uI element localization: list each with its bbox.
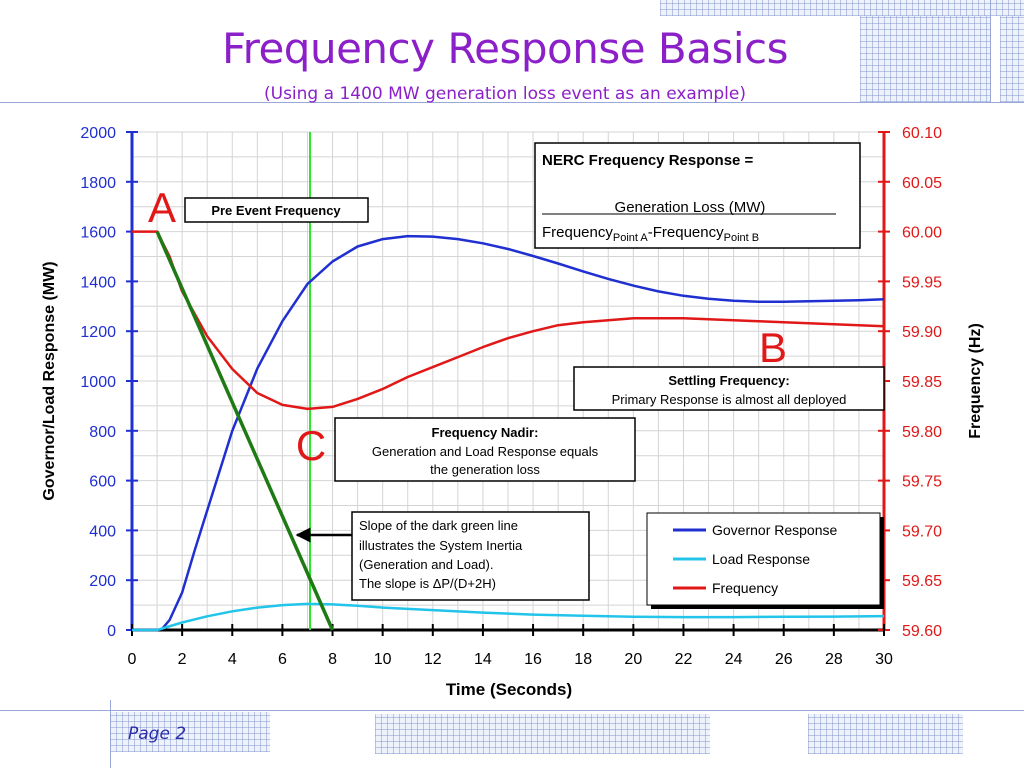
- frequency-nadir-box: [334, 417, 636, 482]
- x-tick-label: 6: [278, 651, 287, 668]
- nerc-formula-box: [534, 142, 861, 249]
- footer-pattern-right: [808, 714, 963, 754]
- nadir-line1: Generation and Load Response equals: [372, 444, 599, 459]
- y-left-tick-label: 200: [89, 573, 116, 590]
- x-tick-label: 0: [128, 651, 137, 668]
- x-tick-label: 14: [474, 651, 492, 668]
- y-left-tick-label: 1400: [80, 274, 116, 291]
- x-tick-label: 10: [374, 651, 392, 668]
- y-right-tick-label: 59.90: [902, 324, 942, 341]
- footer-pattern-left: [110, 712, 270, 752]
- header-divider-horizontal: [0, 102, 1024, 103]
- y-right-tick-label: 59.80: [902, 424, 942, 441]
- header-pattern-top-right-strip: [660, 0, 1024, 16]
- y-left-tick-label: 1200: [80, 324, 116, 341]
- nadir-line2: the generation loss: [430, 462, 540, 477]
- frequency-line: [132, 230, 885, 411]
- nerc-point-b-sub: Point B: [724, 232, 759, 244]
- page-number-label: Page 2: [128, 724, 187, 744]
- y-left-tick-label: 1800: [80, 175, 116, 192]
- pre-event-label: Pre Event Frequency: [211, 203, 341, 218]
- y-axis-left-label: Governor/Load Response (MW): [41, 261, 58, 500]
- x-axis-label: Time (Seconds): [446, 680, 572, 699]
- y-right-tick-label: 60.05: [902, 175, 942, 192]
- x-tick-label: 16: [524, 651, 542, 668]
- slope-line3: (Generation and Load).: [359, 557, 493, 572]
- y-right-tick-label: 59.70: [902, 523, 942, 540]
- y-right-tick-label: 59.65: [902, 573, 942, 590]
- y-right-tick-label: 59.75: [902, 474, 942, 491]
- point-a-label: A: [148, 184, 176, 231]
- slope-explanation-box: [351, 511, 590, 601]
- x-tick-label: 2: [178, 651, 187, 668]
- x-tick-label: 18: [574, 651, 592, 668]
- x-tick-label: 26: [775, 651, 793, 668]
- inertia-slope-line: [155, 230, 335, 631]
- x-tick-label: 8: [328, 651, 337, 668]
- point-b-label: B: [759, 324, 787, 371]
- footer-divider-left: [110, 700, 111, 768]
- nerc-heading: NERC Frequency Response =: [542, 152, 754, 169]
- pre-event-box: [184, 197, 369, 223]
- x-tick-label: 22: [675, 651, 693, 668]
- footer-divider-line: [0, 710, 1024, 711]
- y-right-tick-label: 59.60: [902, 623, 942, 640]
- y-left-tick-label: 1000: [80, 374, 116, 391]
- y-right-tick-label: 60.00: [902, 225, 942, 242]
- settling-heading: Settling Frequency:: [668, 373, 789, 388]
- legend-label: Load Response: [712, 551, 810, 567]
- load-response-line: [132, 602, 885, 632]
- y-right-tick-label: 60.10: [902, 125, 942, 142]
- x-tick-label: 28: [825, 651, 843, 668]
- slope-line1: Slope of the dark green line: [359, 518, 518, 533]
- nerc-freq-b: Frequency: [653, 224, 724, 241]
- header-pattern-top-right-block: [860, 16, 990, 102]
- nerc-denominator: FrequencyPoint A-FrequencyPoint B: [542, 224, 759, 244]
- slide-title: Frequency Response Basics: [222, 24, 788, 73]
- y-left-tick-label: 400: [89, 523, 116, 540]
- y-left-tick-label: 800: [89, 424, 116, 441]
- settling-text: Primary Response is almost all deployed: [612, 392, 847, 407]
- x-tick-label: 30: [875, 651, 893, 668]
- legend-label: Governor Response: [712, 522, 838, 538]
- x-tick-label: 12: [424, 651, 442, 668]
- y-left-tick-label: 2000: [80, 125, 116, 142]
- y-left-tick-label: 1600: [80, 225, 116, 242]
- y-right-tick-label: 59.95: [902, 274, 942, 291]
- x-tick-label: 4: [228, 651, 237, 668]
- nerc-numerator: Generation Loss (MW): [615, 199, 766, 216]
- nerc-point-a-sub: Point A: [613, 232, 649, 244]
- slide-subtitle: (Using a 1400 MW generation loss event a…: [264, 84, 746, 104]
- slope-line4: The slope is ΔP/(D+2H): [359, 576, 496, 591]
- nerc-dash: -: [648, 224, 653, 241]
- footer-pattern-middle: [375, 714, 710, 754]
- settling-frequency-box: [573, 366, 885, 411]
- governor-response-line: [132, 234, 885, 632]
- header-divider-vertical: [990, 0, 991, 102]
- nerc-freq-a: Frequency: [542, 224, 613, 241]
- y-right-tick-label: 59.85: [902, 374, 942, 391]
- header-pattern-top-right-side: [1000, 16, 1024, 102]
- x-tick-label: 20: [624, 651, 642, 668]
- slope-line2: illustrates the System Inertia: [359, 538, 523, 553]
- legend-label: Frequency: [712, 580, 778, 596]
- y-left-tick-label: 600: [89, 474, 116, 491]
- nadir-heading: Frequency Nadir:: [432, 425, 539, 440]
- y-axis-right-label: Frequency (Hz): [967, 323, 984, 439]
- point-c-label: C: [296, 422, 326, 469]
- y-left-tick-label: 0: [107, 623, 116, 640]
- x-tick-label: 24: [725, 651, 743, 668]
